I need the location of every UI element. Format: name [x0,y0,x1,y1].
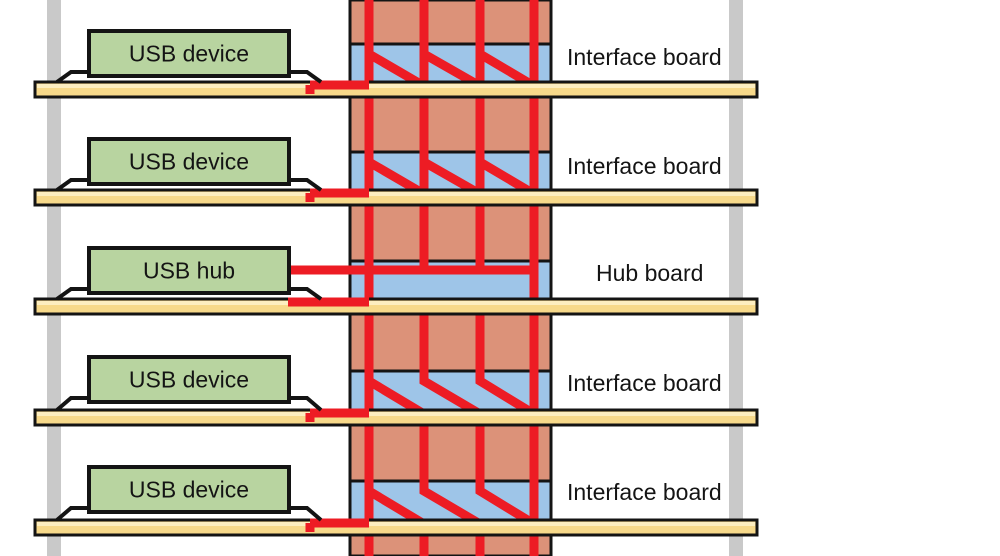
device-leg-right [285,396,323,412]
board-name-label-level-5: Interface board [567,479,722,505]
board-name-label-level-1: Interface board [567,44,722,70]
device-label: USB device [129,41,249,67]
board-highlight [37,84,755,88]
board-level-1 [33,80,759,99]
device-leg-left [55,396,93,412]
device-leg-right [285,178,323,192]
device-leg-left [55,178,93,192]
device-package [87,29,291,78]
device-group-level-4: USB device [55,355,323,412]
device-leg-left [55,506,93,522]
board-highlight [37,412,755,416]
device-label: USB device [129,367,249,393]
device-label: USB device [129,149,249,175]
board-highlight [37,301,755,305]
device-package [87,246,291,295]
device-label: USB hub [143,258,235,284]
device-leg-left [55,287,93,301]
board-level-3 [33,297,759,316]
board-level-4 [33,408,759,427]
board-level-5 [33,518,759,537]
board-level-2 [33,188,759,207]
board-name-label-level-3: Hub board [596,260,703,286]
board-name-label-level-4: Interface board [567,370,722,396]
board-highlight [37,192,755,196]
device-package [87,137,291,186]
device-group-level-1: USB device [55,29,323,84]
device-package [87,465,291,514]
device-leg-right [285,70,323,84]
device-leg-left [55,70,93,84]
device-label: USB device [129,477,249,503]
device-leg-right [285,287,323,301]
board-name-label-level-2: Interface board [567,153,722,179]
device-group-level-2: USB device [55,137,323,192]
wire-front-group [288,80,369,532]
boards-group [33,80,759,537]
device-package [87,355,291,404]
board-highlight [37,522,755,526]
device-leg-right [285,506,323,522]
device-group-level-5: USB device [55,465,323,522]
device-group-level-3: USB hub [55,246,323,301]
